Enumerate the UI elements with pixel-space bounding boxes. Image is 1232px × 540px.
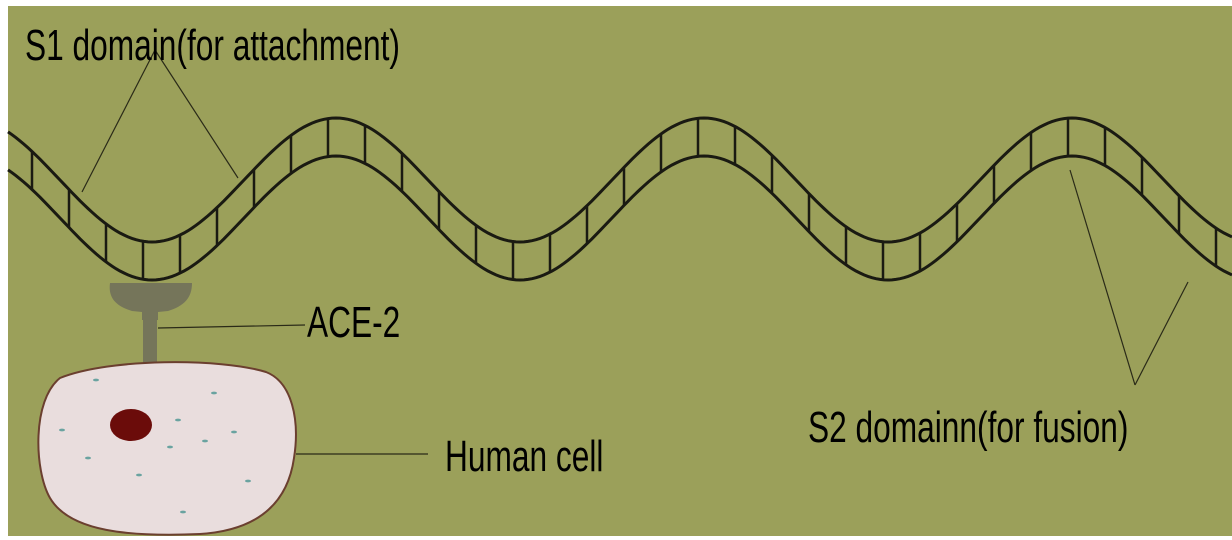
human-cell [38, 362, 296, 535]
organelle-dot [202, 440, 208, 443]
organelle-dot [59, 429, 65, 432]
organelle-dot [85, 457, 91, 460]
cell-nucleus [110, 409, 152, 441]
organelle-dot [180, 511, 186, 514]
organelle-dot [211, 392, 217, 395]
s1-domain-label: S1 domain(for attachment) [25, 21, 400, 70]
organelle-dot [136, 474, 142, 477]
s2-domain-label: S2 domainn(for fusion) [808, 403, 1128, 452]
organelle-dot [167, 446, 173, 449]
ace2-label: ACE-2 [307, 298, 400, 347]
organelle-dot [93, 379, 99, 382]
organelle-dot [175, 419, 181, 422]
organelle-dot [245, 480, 251, 483]
organelle-dot [231, 431, 237, 434]
human-cell-label: Human cell [445, 432, 603, 481]
cell-body [38, 362, 296, 535]
